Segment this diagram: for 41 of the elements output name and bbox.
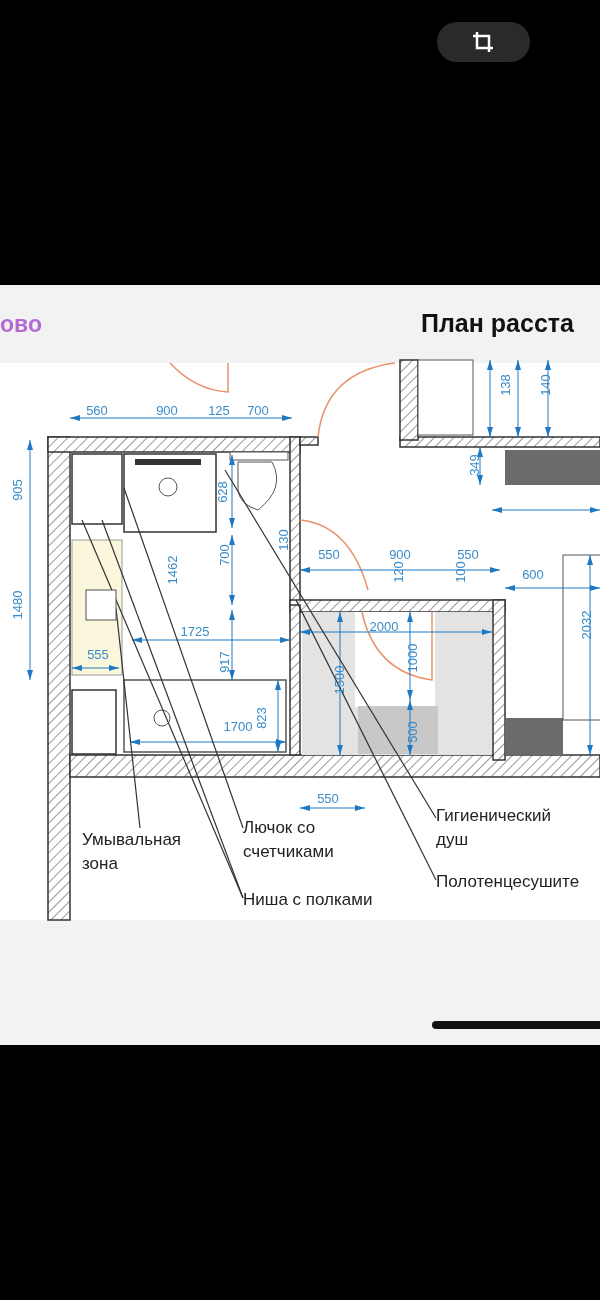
dimension-label: 100 [452,561,468,583]
leader-line [295,599,437,881]
dimension-label: 905 [9,479,25,501]
dimension-label: 1700 [223,718,253,734]
dimension-label: 2032 [578,610,594,640]
dimension-label: 555 [87,646,109,662]
dimension-label: 700 [247,402,269,418]
dimension-label: 140 [537,374,553,396]
dimension-label: 628 [214,481,230,503]
dimension-label: 138 [497,374,513,396]
callout-label: Полотенцесушите [436,870,600,894]
dimension-label: 823 [253,707,269,729]
dimension-label: 900 [389,546,411,562]
callout-label: Ниша с полками [243,888,383,912]
washbasin-icon [85,589,117,621]
dimension-label: 1500 [331,665,347,695]
dimension-label: 900 [156,402,178,418]
dimension-label: 349 [466,454,482,476]
dimension-label: 1462 [164,555,180,585]
dimension-label: 500 [404,721,420,743]
dimension-label: 600 [522,566,544,582]
header-text: ово [0,311,42,338]
dimension-label: 130 [275,529,291,551]
dimension-label: 550 [318,546,340,562]
dimension-label: 560 [86,402,108,418]
dimension-label: 550 [317,790,339,806]
leader-line [224,469,437,819]
dimension-label: 2000 [369,618,399,634]
callout-label: Гигиенический душ [436,804,586,852]
dimension-label: 917 [216,651,232,673]
dimension-label: 1480 [9,590,25,620]
leader-line [123,487,244,829]
dimension-label: 550 [457,546,479,562]
dimension-label: 125 [208,402,230,418]
dimension-label: 1725 [180,623,210,639]
callout-label: Лючок со счетчиками [243,816,358,864]
dimension-label: 120 [390,561,406,583]
dimension-label: 1000 [404,643,420,673]
callout-label: Умывальная зона [82,828,207,876]
dimension-label: 700 [216,544,232,566]
title: План расста [421,309,574,338]
